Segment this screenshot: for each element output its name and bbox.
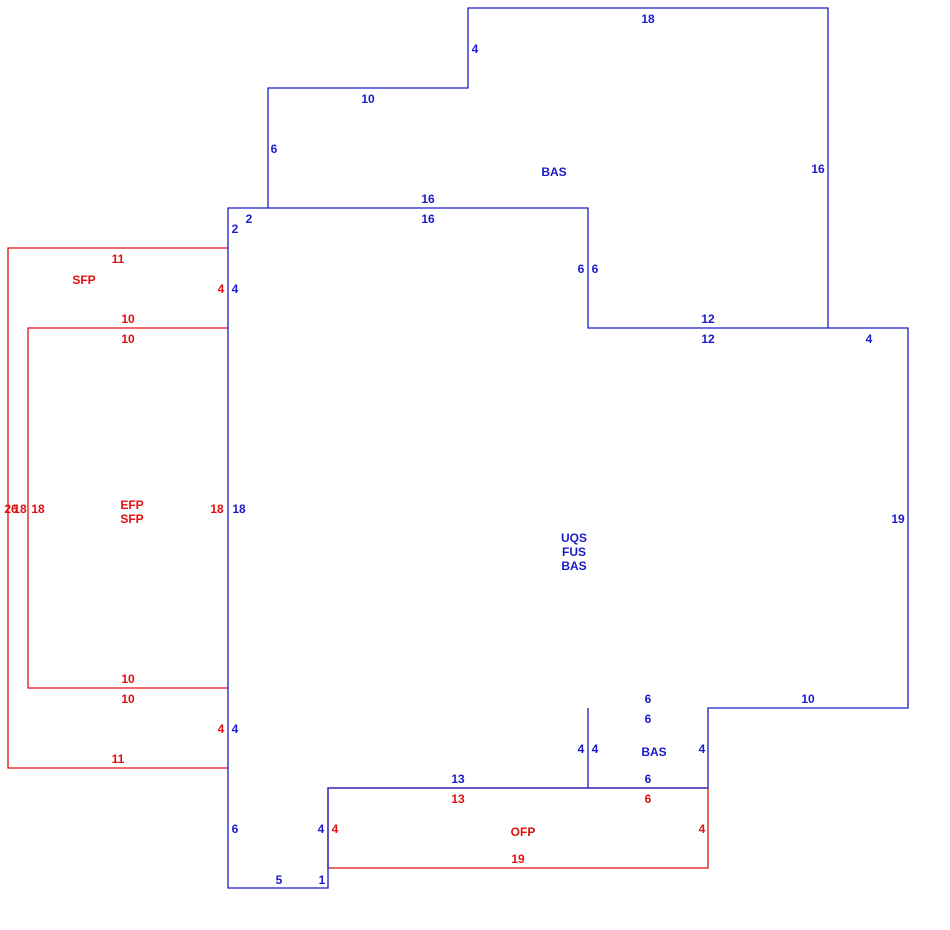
sfp-outline <box>7 247 228 769</box>
dimension-label: 11 <box>112 252 125 266</box>
dimension-label: 6 <box>645 712 652 726</box>
dimension-label: 13 <box>451 792 465 806</box>
dimension-label: 12 <box>701 312 715 326</box>
dimension-label: 4 <box>218 282 225 296</box>
dimension-label: 6 <box>592 262 599 276</box>
area-label-fus: FUS <box>562 545 586 559</box>
dimension-label: 18 <box>31 502 45 516</box>
dimension-label: 16 <box>421 212 435 226</box>
dimension-label: 5 <box>276 873 283 887</box>
area-label-sfp-mid: SFP <box>120 512 143 526</box>
dimension-label: 11 <box>112 752 125 766</box>
dimension-label: 6 <box>645 692 652 706</box>
dimension-label: 4 <box>318 822 325 836</box>
dimension-label: 19 <box>891 512 905 526</box>
dimension-label: 10 <box>121 692 135 706</box>
dimension-label: 16 <box>421 192 435 206</box>
dimension-label: 4 <box>332 822 339 836</box>
efp-outline <box>27 327 228 689</box>
area-label-ofp: OFP <box>511 825 536 839</box>
dimension-label: 16 <box>811 162 825 176</box>
dimension-label: 1 <box>319 873 326 887</box>
dimension-label: 4 <box>232 282 239 296</box>
dimension-label: 4 <box>699 822 706 836</box>
dimension-label: 18 <box>210 502 224 516</box>
dimension-label: 10 <box>121 672 135 686</box>
dimension-label: 6 <box>645 772 652 786</box>
dimension-label: 19 <box>511 852 525 866</box>
area-label-bas-lower: BAS <box>641 745 666 759</box>
dimension-label: 2 <box>246 212 253 226</box>
area-label-bas-upper: BAS <box>541 165 566 179</box>
area-label-sfp-top: SFP <box>72 273 95 287</box>
main-building-outline <box>227 207 909 889</box>
dimension-label: 4 <box>218 722 225 736</box>
dimension-label: 4 <box>866 332 873 346</box>
dimension-label: 4 <box>232 722 239 736</box>
dimension-label: 10 <box>801 692 815 706</box>
dimension-label: 12 <box>701 332 715 346</box>
area-label-efp: EFP <box>120 498 143 512</box>
dimension-label: 2 <box>232 222 239 236</box>
dimension-label: 4 <box>578 742 585 756</box>
dimension-label: 4 <box>592 742 599 756</box>
dimension-label: 18 <box>13 502 27 516</box>
dimension-label: 10 <box>121 312 135 326</box>
dimension-label: 10 <box>121 332 135 346</box>
area-label-uqs: UQS <box>561 531 587 545</box>
dimension-label: 18 <box>641 12 655 26</box>
dimension-label: 6 <box>645 792 652 806</box>
dimension-label: 26 <box>4 502 18 516</box>
dimension-label: 4 <box>472 42 479 56</box>
dimension-label: 6 <box>578 262 585 276</box>
dimension-label: 6 <box>232 822 239 836</box>
dimension-label: 6 <box>271 142 278 156</box>
upper-bas-outline <box>267 7 829 328</box>
dimension-label: 13 <box>451 772 465 786</box>
dimension-label: 10 <box>361 92 375 106</box>
dimension-label: 18 <box>232 502 246 516</box>
dimension-label: 4 <box>699 742 706 756</box>
area-label-bas-main: BAS <box>561 559 586 573</box>
